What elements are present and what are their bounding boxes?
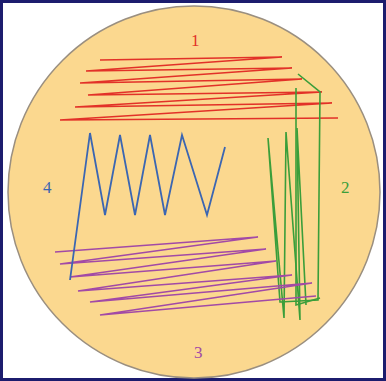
streak-2b <box>296 88 320 305</box>
streak-3 <box>55 237 316 315</box>
section-number: 4 <box>43 179 52 196</box>
section-number: 3 <box>194 344 203 361</box>
section-number: 2 <box>341 179 350 196</box>
petri-dish <box>8 6 380 378</box>
streak-4 <box>70 133 225 280</box>
streak-2 <box>268 74 320 320</box>
section-number: 1 <box>191 32 200 49</box>
